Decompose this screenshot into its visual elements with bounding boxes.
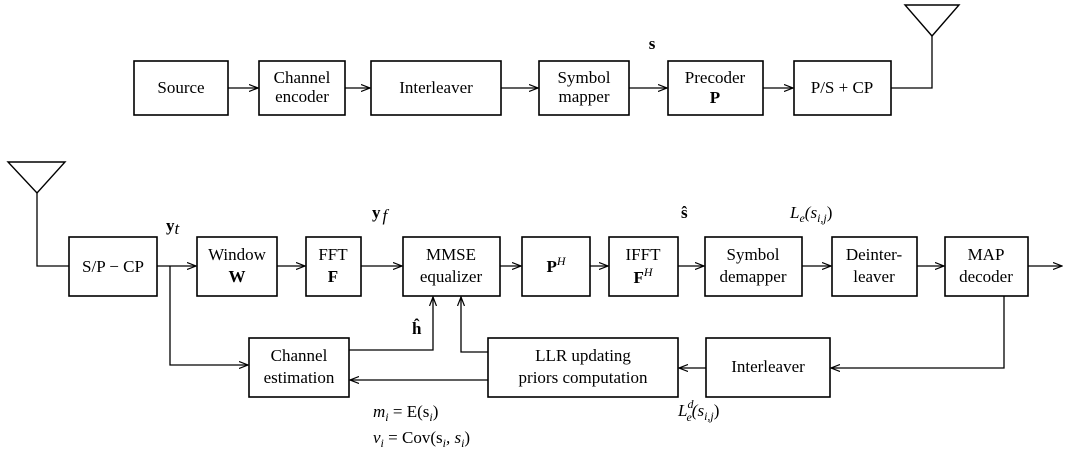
channel-encoder-label-2: encoder [275,87,329,106]
sp-cp-label: S/P − CP [82,257,144,276]
llr-updating-block [487,337,679,398]
map-decoder-label-1: MAP [968,245,1005,264]
sp-cp-block [68,236,158,297]
transmitter-chain: Source Channel encoder Interleaver Symbo… [133,4,961,116]
channel-encoder-label-1: Channel [274,68,331,87]
channel-estimation-label-1: Channel [271,346,328,365]
tx-antenna-icon [903,4,961,38]
symbol-demapper-label-1: Symbol [727,245,780,264]
arrow-decoder-interleaver [831,296,1005,368]
channel-estimation-label-2: estimation [264,368,335,387]
symbol-mapper-label-2: mapper [559,87,610,106]
rx-antenna-icon [6,161,67,195]
signal-s-hat-label: ŝ [681,203,688,222]
ph-block [521,236,591,297]
receiver-chain: S/P − CP Window W FFT F MMSE equalizer P… [6,161,1062,450]
deinterleaver-block [831,236,918,297]
arrow-yt-channel-estimation [169,266,248,365]
deinterleaver-label-2: leaver [853,267,895,286]
map-decoder-label-2: decoder [959,267,1013,286]
mmse-label-2: equalizer [420,267,483,286]
ifft-label-1: IFFT [626,245,662,264]
llr-updating-label-2: priors computation [519,368,648,387]
signal-mi-label: mi = E(si) [373,402,438,424]
arrow-llr-mmse [461,297,488,353]
llr-updating-label-1: LLR updating [535,346,631,365]
precoder-label-2: P [710,88,720,107]
ps-cp-label: P/S + CP [811,78,874,97]
precoder-block [667,60,764,116]
channel-encoder-block [258,60,346,116]
source-label: Source [157,78,204,97]
signal-h-hat-label: ĥ [412,318,422,338]
window-label-1: Window [208,245,267,264]
signal-yt-label: yt [166,216,181,238]
deinterleaver-label-1: Deinter- [846,245,903,264]
interleaver-tx-label: Interleaver [399,78,473,97]
precoder-label-1: Precoder [685,68,746,87]
wire-pscp-antenna [891,36,933,89]
interleaver-tx-block [370,60,502,116]
source-block [133,60,229,116]
ps-cp-block [793,60,892,116]
ifft-label-2: FH [633,265,653,287]
ph-label: PH [546,254,566,276]
signal-vi-label: vi = Cov(si, si) [373,428,470,450]
interleaver-rx-label: Interleaver [731,357,805,376]
ifft-block [608,236,679,297]
symbol-demapper-block [704,236,803,297]
signal-le-label: Le(si,j) [789,203,832,225]
fft-label-2: F [328,267,338,286]
fft-label-1: FFT [318,245,348,264]
mmse-label-1: MMSE [426,245,476,264]
symbol-demapper-label-2: demapper [719,267,786,286]
wire-antenna-spcp [36,193,69,267]
arrow-hhat-mmse [349,297,433,351]
signal-s-label: s [649,34,656,53]
fft-block [305,236,362,297]
symbol-mapper-label-1: Symbol [558,68,611,87]
channel-estimation-block [248,337,350,398]
window-label-2: W [229,267,246,286]
map-decoder-block [944,236,1029,297]
